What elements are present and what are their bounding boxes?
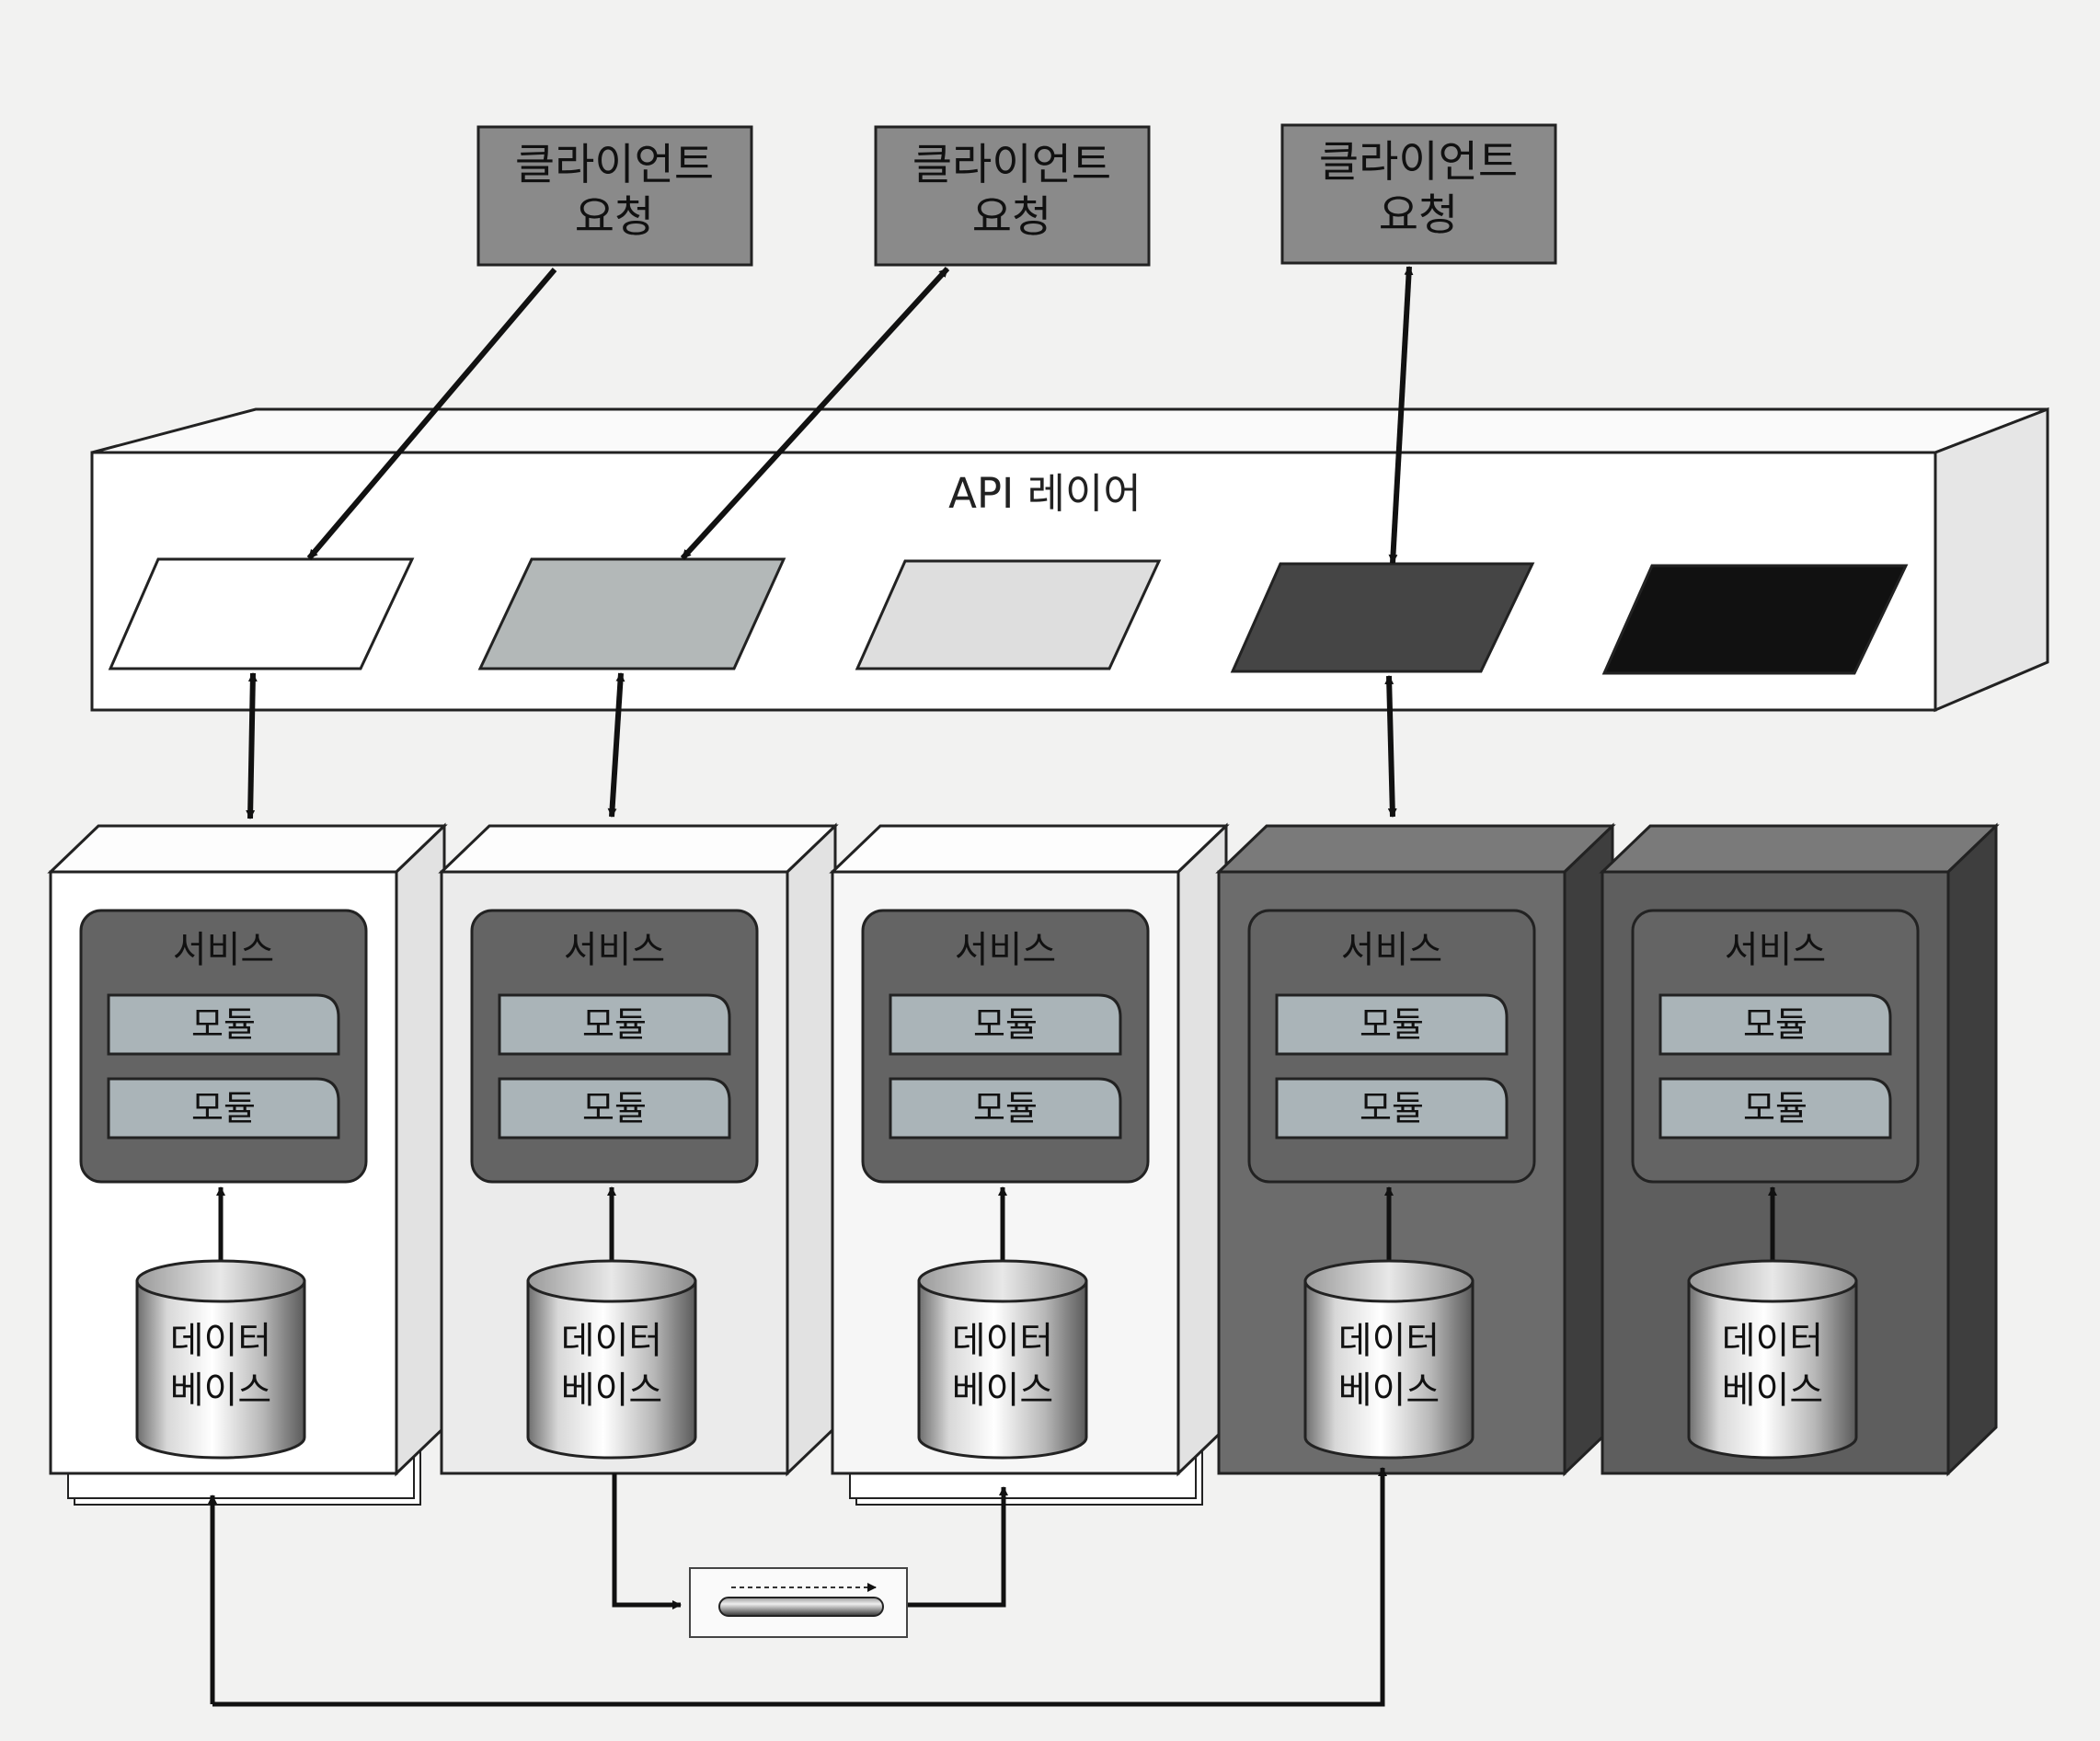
module-2 [498,1077,731,1140]
database-label-line2: 베이스 [561,1369,662,1412]
services-layer: 서비스모듈모듈데이터베이스서비스모듈모듈데이터베이스서비스모듈모듈데이터베이스서… [47,822,2000,1506]
database-label-line2: 베이스 [1722,1369,1823,1412]
module-2 [889,1077,1122,1140]
api-endpoint-1 [108,557,415,670]
service1-service4-link [208,1467,1387,1707]
api-endpoint-3 [855,559,1162,670]
pipe-icon [718,1597,884,1617]
database-label-line1: 데이터 [952,1320,1053,1362]
service-title: 서비스 [1341,929,1442,971]
client-label-line1: 클라이언트 [515,140,714,190]
api-endpoint-4 [1230,562,1535,673]
database-label-line2: 베이스 [1338,1369,1440,1412]
request-arrow-3 [1388,266,1414,564]
database-label-line1: 데이터 [1722,1320,1823,1362]
client-request-2: 클라이언트 요청 [874,125,1151,267]
api-endpoint-5 [1601,564,1909,675]
database-label-line2: 베이스 [170,1369,271,1412]
request-arrow-1 [306,268,557,560]
client-label-line2: 요청 [575,192,654,243]
module-label: 모듈 [191,1088,256,1128]
api-layer-label: API 레이어 [948,469,1142,518]
client-request-1: 클라이언트 요청 [476,125,753,267]
module-label: 모듈 [973,1088,1038,1128]
service2-service3-message-link [612,1473,1008,1609]
service-title: 서비스 [564,929,665,971]
client-label-line2: 요청 [972,192,1051,243]
module-2 [1658,1077,1892,1140]
module-1 [1658,993,1892,1056]
client-label-line1: 클라이언트 [912,140,1111,190]
api-service-arrow-4 [1384,675,1397,818]
module-1 [107,993,340,1056]
module-label: 모듈 [1360,1088,1424,1128]
module-1 [1275,993,1509,1056]
module-2 [1275,1077,1509,1140]
database-label-line1: 데이터 [561,1320,662,1362]
module-1 [498,993,731,1056]
request-arrow-2 [680,266,950,561]
service-title: 서비스 [1725,929,1826,971]
api-endpoint-2 [477,557,786,670]
module-label: 모듈 [1360,1004,1424,1045]
module-1 [889,993,1122,1056]
module-label: 모듈 [1743,1004,1807,1045]
service-title: 서비스 [955,929,1056,971]
client-request-3: 클라이언트 요청 [1280,123,1557,265]
database-label-line1: 데이터 [1338,1320,1440,1362]
message-queue [689,1567,908,1638]
module-label: 모듈 [1743,1088,1807,1128]
module-label: 모듈 [582,1088,647,1128]
database-label-line1: 데이터 [170,1320,271,1362]
api-service-arrow-1 [246,672,258,819]
module-label: 모듈 [191,1004,256,1045]
module-label: 모듈 [973,1004,1038,1045]
module-label: 모듈 [582,1004,647,1045]
client-label-line1: 클라이언트 [1319,137,1518,188]
module-2 [107,1077,340,1140]
client-label-line2: 요청 [1379,190,1458,241]
service-title: 서비스 [173,929,274,971]
api-service-arrow-2 [607,672,625,818]
database-label-line2: 베이스 [952,1369,1053,1412]
